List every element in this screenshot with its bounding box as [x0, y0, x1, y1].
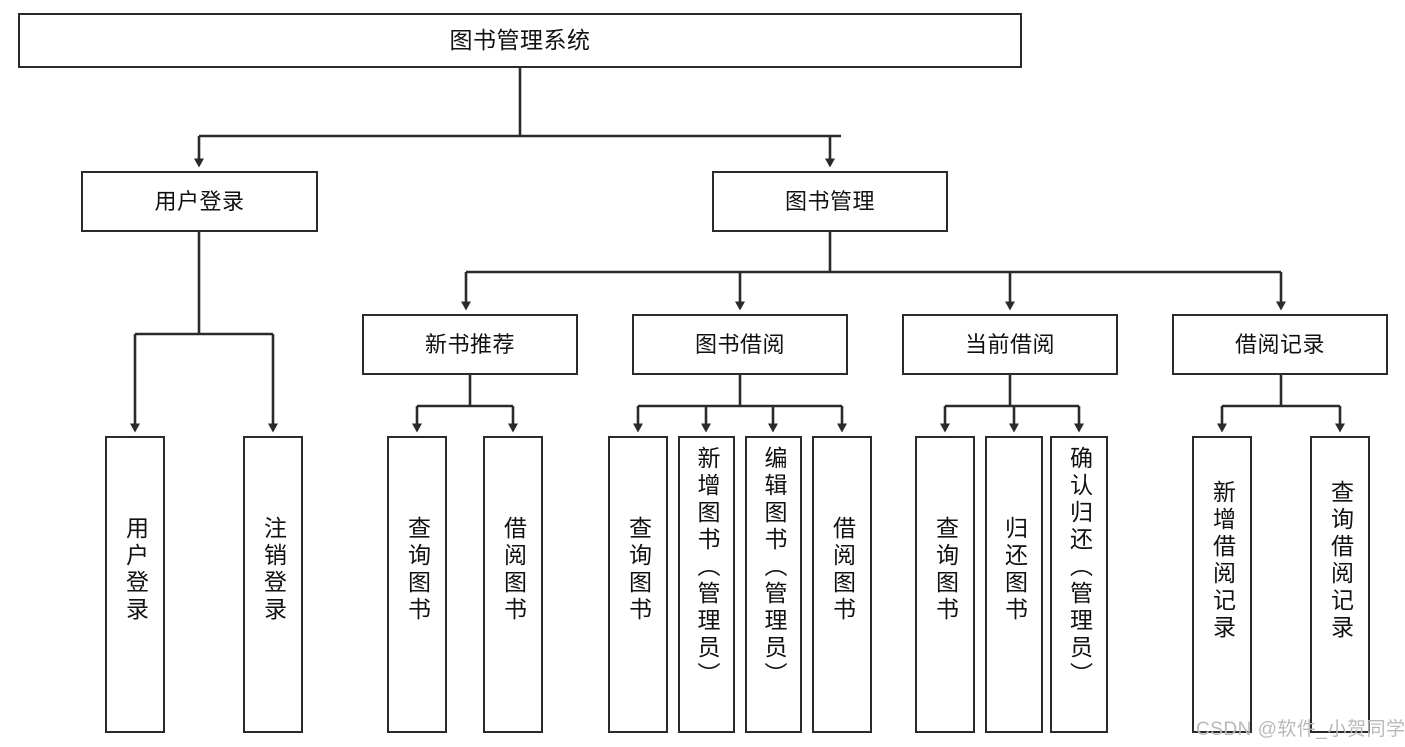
- leaf-current-borrow-confirm[interactable]: 确认归还（管理员）: [1050, 436, 1108, 733]
- node-new-book-recommend[interactable]: 新书推荐: [362, 314, 578, 375]
- leaf-book-borrow-borrow[interactable]: 借阅图书: [812, 436, 872, 733]
- leaf-borrow-record-add[interactable]: 新增借阅记录: [1192, 436, 1252, 733]
- leaf-user-login-login[interactable]: 用户登录: [105, 436, 165, 733]
- node-label: 图书借阅: [694, 331, 785, 357]
- node-label: 查询图书: [932, 516, 959, 624]
- node-label: 新增借阅记录: [1209, 480, 1236, 642]
- csdn-watermark: CSDN @软件_小贺同学: [1196, 719, 1405, 740]
- node-label: 借阅图书: [829, 516, 856, 624]
- leaf-current-borrow-return[interactable]: 归还图书: [985, 436, 1043, 733]
- leaf-new-book-query[interactable]: 查询图书: [387, 436, 447, 733]
- node-label: 当前借阅: [964, 331, 1055, 357]
- node-current-borrow[interactable]: 当前借阅: [902, 314, 1118, 375]
- node-label: 注销登录: [260, 516, 287, 624]
- leaf-borrow-record-query[interactable]: 查询借阅记录: [1310, 436, 1370, 733]
- leaf-book-borrow-edit[interactable]: 编辑图书（管理员）: [745, 436, 802, 733]
- node-label: 归还图书: [1001, 516, 1028, 624]
- node-label: 用户登录: [154, 188, 245, 214]
- node-label: 用户登录: [122, 516, 149, 624]
- node-label: 新书推荐: [424, 331, 515, 357]
- node-book-management[interactable]: 图书管理: [712, 171, 948, 232]
- node-label: 借阅记录: [1234, 331, 1325, 357]
- node-label: 图书管理: [784, 188, 875, 214]
- node-book-borrow[interactable]: 图书借阅: [632, 314, 848, 375]
- node-label: 编辑图书（管理员）: [761, 446, 787, 689]
- leaf-current-borrow-query[interactable]: 查询图书: [915, 436, 975, 733]
- leaf-book-borrow-query[interactable]: 查询图书: [608, 436, 668, 733]
- node-root-book-management-system[interactable]: 图书管理系统: [18, 13, 1022, 68]
- node-label: 图书管理系统: [449, 27, 591, 54]
- leaf-new-book-borrow[interactable]: 借阅图书: [483, 436, 543, 733]
- node-label: 查询借阅记录: [1327, 480, 1354, 642]
- node-user-login[interactable]: 用户登录: [81, 171, 318, 232]
- node-label: 借阅图书: [500, 516, 527, 624]
- node-label: 新增图书（管理员）: [694, 446, 720, 689]
- node-label: 查询图书: [625, 516, 652, 624]
- node-label: 查询图书: [404, 516, 431, 624]
- node-borrow-record[interactable]: 借阅记录: [1172, 314, 1388, 375]
- leaf-user-login-logout[interactable]: 注销登录: [243, 436, 303, 733]
- leaf-book-borrow-add[interactable]: 新增图书（管理员）: [678, 436, 735, 733]
- node-label: 确认归还（管理员）: [1066, 446, 1093, 689]
